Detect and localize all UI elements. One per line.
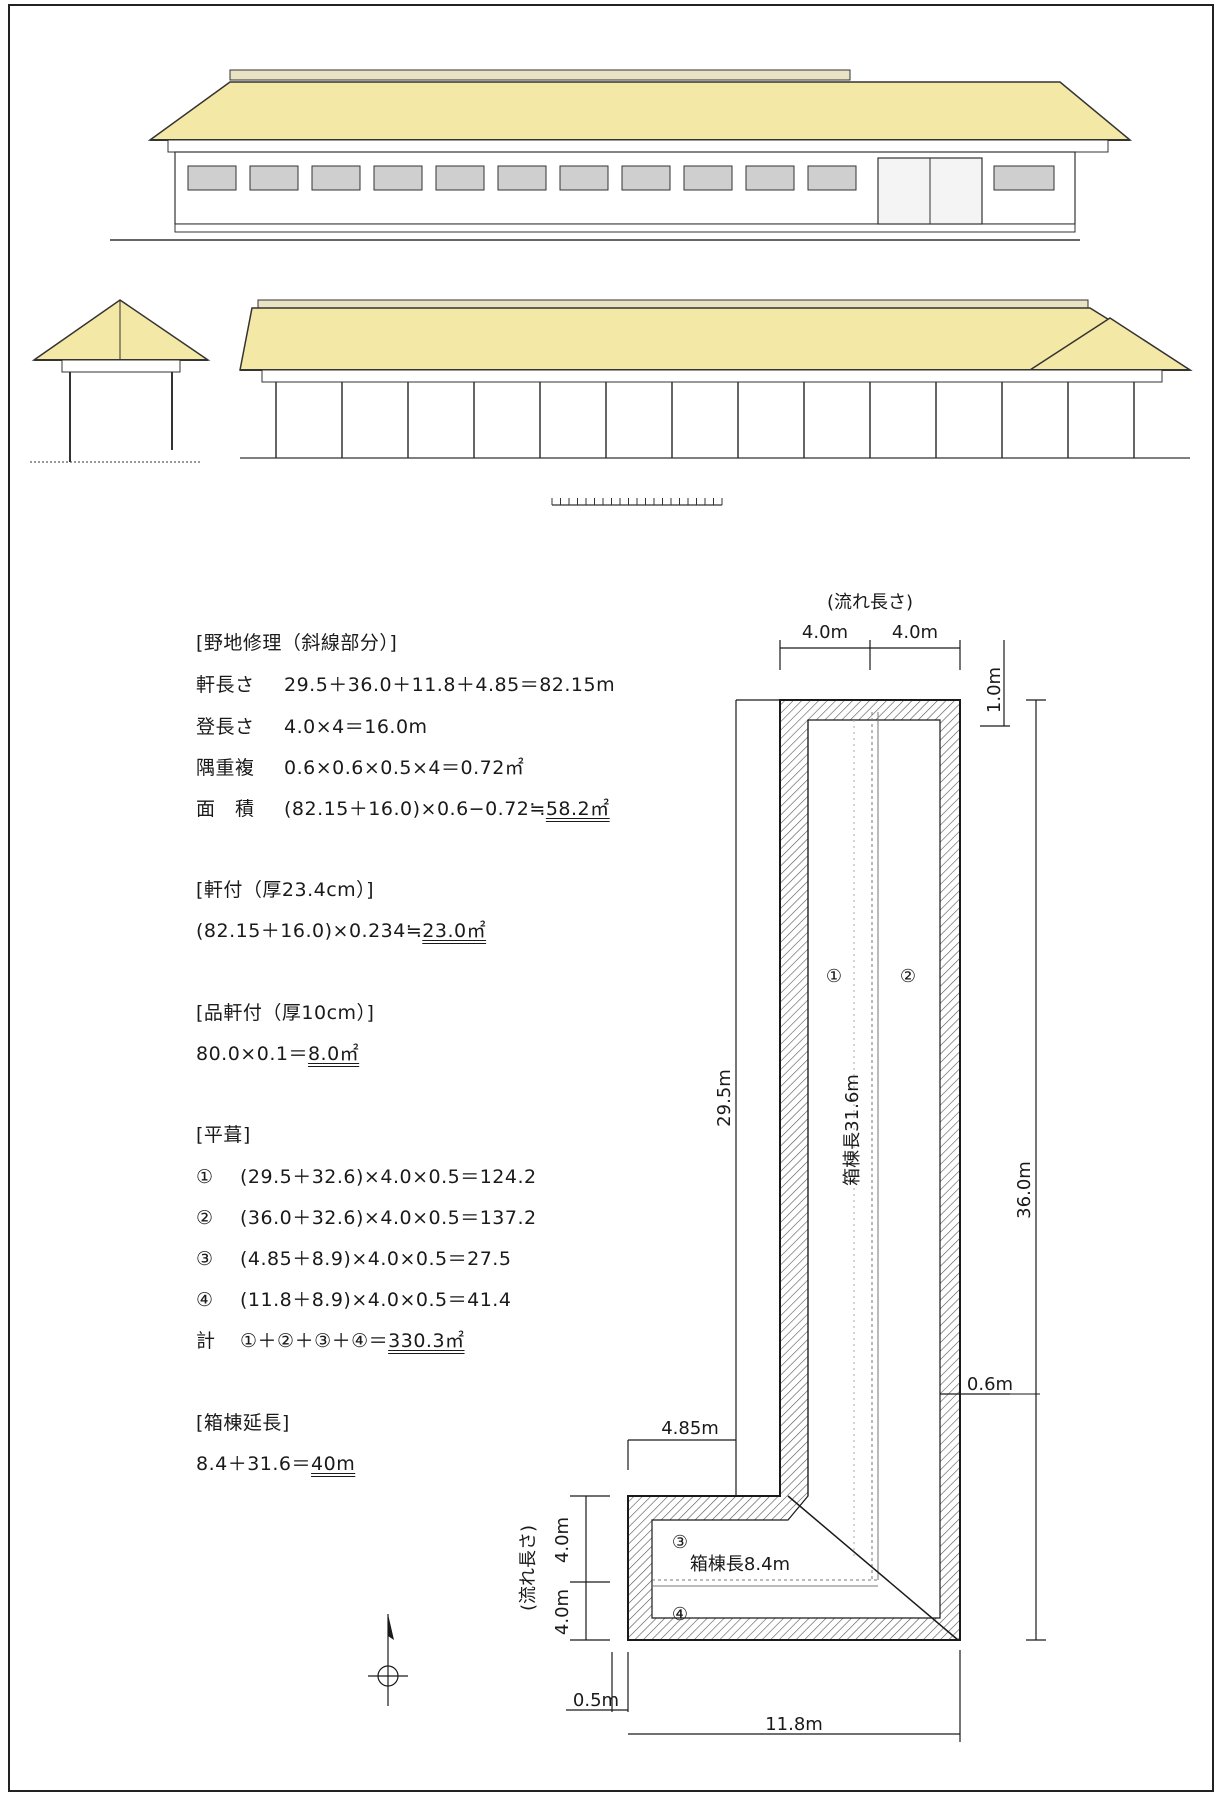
shinanokizuke-heading: [品軒付（厚10cm）] <box>196 1002 375 1024</box>
hirabuki-row-2: ②(36.0＋32.6)×4.0×0.5＝137.2 <box>196 1207 537 1229</box>
window <box>373 165 423 191</box>
nokizuke-row: (82.15＋16.0)×0.234≒23.0㎡ <box>196 920 487 942</box>
plan-zone-2: ② <box>900 966 916 987</box>
window <box>435 165 485 191</box>
plan-ridge-short: 箱棟長8.4m <box>690 1554 790 1575</box>
plan-top-caption: (流れ長さ) <box>827 592 913 613</box>
hirabuki-row-3: ③(4.85＋8.9)×4.0×0.5＝27.5 <box>196 1248 512 1270</box>
plan-zone-1: ① <box>826 966 842 987</box>
shinanokizuke-row: 80.0×0.1＝8.0㎡ <box>196 1043 360 1065</box>
scale-bar <box>551 498 723 506</box>
plan-left-dim-lower: 4.0m <box>552 1589 573 1635</box>
plan-dim-4-85m: 4.85m <box>661 1418 719 1439</box>
plan-left-caption: (流れ長さ) <box>518 1525 539 1611</box>
plan-dim-0-6m: 0.6m <box>967 1374 1013 1395</box>
plan-dim-0-5m: 0.5m <box>573 1690 619 1711</box>
plan-ridge-long: 箱棟長31.6m <box>842 1074 863 1186</box>
roof-plan: (流れ長さ) 4.0m 4.0m 1.0m 29.5m 36.0m 0.6m 4… <box>518 592 1046 1742</box>
window <box>311 165 361 191</box>
window <box>187 165 237 191</box>
plan-zone-3: ③ <box>672 1532 688 1553</box>
hirabuki-row-1: ①(29.5＋32.6)×4.0×0.5＝124.2 <box>196 1166 537 1188</box>
front-elevation <box>110 69 1133 241</box>
hakomune-heading: [箱棟延長] <box>196 1412 290 1434</box>
window <box>559 165 609 191</box>
gable-elevation <box>30 299 211 463</box>
noji-row-4: 面 積(82.15＋16.0)×0.6−0.72≒58.2㎡ <box>196 798 610 820</box>
window <box>745 165 795 191</box>
nokizuke-heading: [軒付（厚23.4cm）] <box>196 879 375 901</box>
window <box>807 165 857 191</box>
plan-dim-1m: 1.0m <box>984 667 1005 713</box>
hirabuki-row-4: ④(11.8＋8.9)×4.0×0.5＝41.4 <box>196 1289 512 1311</box>
window <box>497 165 547 191</box>
hakomune-row: 8.4＋31.6＝40m <box>196 1453 356 1475</box>
plan-dim-29-5m: 29.5m <box>714 1069 735 1127</box>
window <box>621 165 671 191</box>
plan-top-dim-right: 4.0m <box>892 622 938 643</box>
plan-left-dim-upper: 4.0m <box>552 1517 573 1563</box>
window <box>683 165 733 191</box>
noji-heading: [野地修理（斜線部分）] <box>196 632 398 654</box>
side-elevation <box>239 299 1193 459</box>
plan-dim-11-8m: 11.8m <box>765 1714 823 1735</box>
north-arrow-icon <box>368 1614 408 1706</box>
page-frame <box>8 4 1214 1792</box>
hirabuki-heading: [平葺] <box>196 1124 251 1146</box>
plan-top-dim-left: 4.0m <box>802 622 848 643</box>
plan-zone-4: ④ <box>672 1604 688 1625</box>
window <box>249 165 299 191</box>
plan-dim-36m: 36.0m <box>1014 1161 1035 1219</box>
window <box>993 165 1055 191</box>
